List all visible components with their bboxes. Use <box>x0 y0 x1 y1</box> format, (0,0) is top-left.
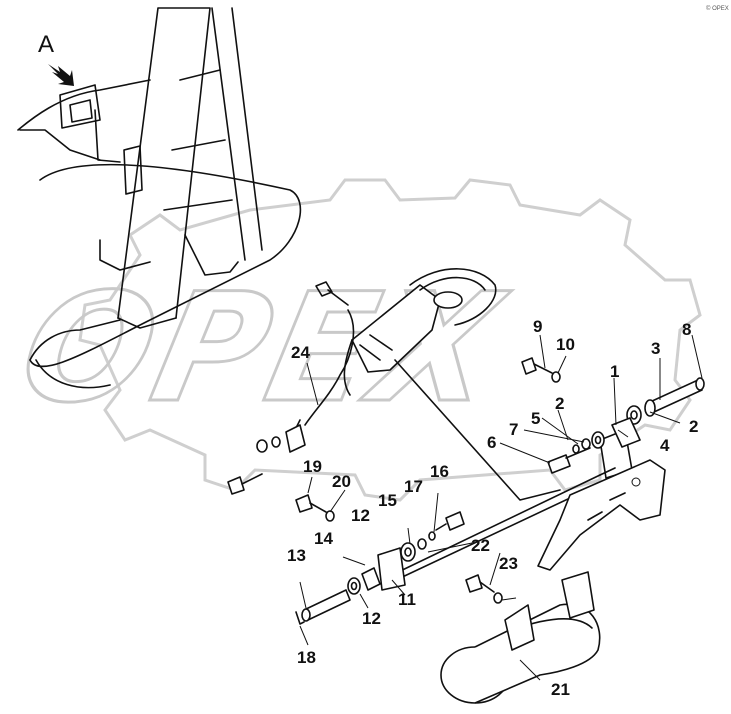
view-arrow-icon <box>48 64 74 86</box>
part-label-5: 5 <box>531 409 540 428</box>
pedal-bracket <box>289 268 561 501</box>
part-label-3: 3 <box>651 339 660 358</box>
part-label-19: 19 <box>303 457 322 476</box>
leader-lines <box>299 334 703 681</box>
part-label-12a: 12 <box>351 506 370 525</box>
part-label-10: 10 <box>556 335 575 354</box>
left-pin-group <box>227 424 465 625</box>
watermark-text: OPEX <box>7 261 519 436</box>
part-label-8: 8 <box>682 320 691 339</box>
part-label-18: 18 <box>297 648 316 667</box>
part-label-2b: 2 <box>689 417 698 436</box>
part-label-11: 11 <box>398 590 416 609</box>
pedal-arm <box>537 459 666 571</box>
part-label-17: 17 <box>404 477 423 496</box>
part-label-23: 23 <box>499 554 518 573</box>
part-label-1: 1 <box>610 362 619 381</box>
right-shaft-group <box>521 357 705 474</box>
part-label-9: 9 <box>533 317 542 336</box>
part-label-14: 14 <box>314 529 333 548</box>
corner-mark: © OPEX <box>706 5 729 12</box>
part-label-6: 6 <box>487 433 496 452</box>
part-label-15: 15 <box>378 491 397 510</box>
part-label-24: 24 <box>291 343 310 362</box>
pedal-cover <box>440 571 601 704</box>
watermark-gear-icon <box>78 178 702 502</box>
watermark: OPEX <box>6 178 702 502</box>
part-labels: 1 2 2 3 4 5 6 7 8 9 10 11 12 12 13 14 15… <box>287 317 698 699</box>
machine-view: A <box>17 7 302 389</box>
view-label: A <box>38 31 54 58</box>
part-label-7: 7 <box>509 420 518 439</box>
part-label-13: 13 <box>287 546 306 565</box>
part-label-16: 16 <box>430 462 449 481</box>
part-label-12b: 12 <box>362 609 381 628</box>
part-label-21: 21 <box>551 680 570 699</box>
part-label-4: 4 <box>660 436 670 455</box>
part-label-22: 22 <box>471 536 490 555</box>
part-label-2a: 2 <box>555 394 564 413</box>
link-rod <box>377 429 633 591</box>
part-label-20: 20 <box>332 472 351 491</box>
